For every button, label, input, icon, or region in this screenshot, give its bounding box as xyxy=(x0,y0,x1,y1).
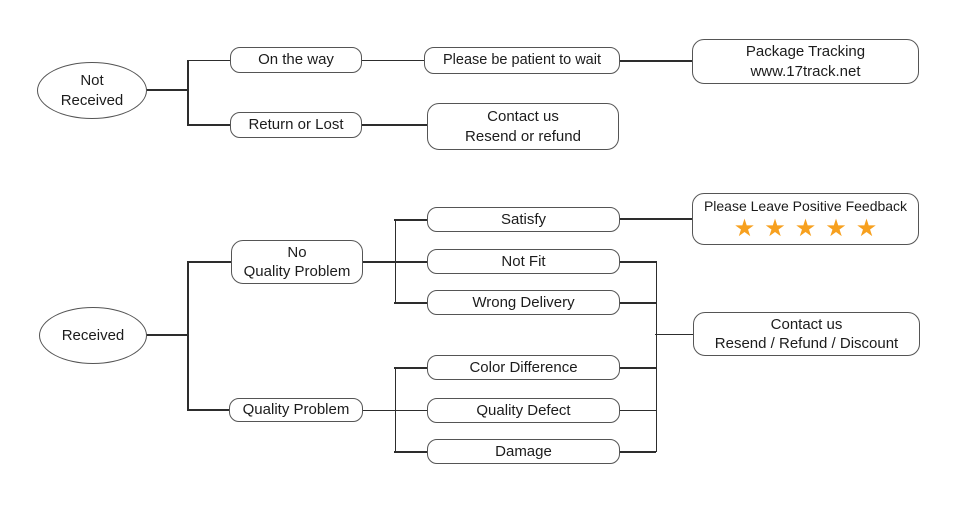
connector-line xyxy=(620,261,656,263)
node-color-difference: Color Difference xyxy=(427,355,620,380)
node-label: Color Difference xyxy=(469,358,578,376)
node-label: Not Fit xyxy=(501,252,546,270)
node-please-be-patient: Please be patient to wait xyxy=(424,47,620,74)
node-damage: Damage xyxy=(427,439,620,464)
node-label: Please Leave Positive Feedback xyxy=(703,198,908,215)
connector-line xyxy=(394,451,427,453)
node-quality-defect: Quality Defect xyxy=(427,398,620,423)
star-icon: ★ xyxy=(764,214,795,242)
node-package-tracking: Package Tracking www.17track.net xyxy=(692,39,919,84)
connector-line xyxy=(146,89,188,91)
connector-line xyxy=(394,219,427,221)
node-label: Return or Lost xyxy=(248,116,344,134)
node-positive-feedback: Please Leave Positive Feedback ★★★★★ xyxy=(692,193,919,245)
connector-line xyxy=(655,333,693,335)
connector-line xyxy=(394,302,427,304)
node-label: Received xyxy=(61,326,125,344)
connector-line xyxy=(620,218,692,220)
connector-line xyxy=(187,261,189,410)
node-quality-problem: Quality Problem xyxy=(229,398,363,422)
connector-line xyxy=(187,59,230,61)
connector-line xyxy=(146,334,188,336)
connector-line xyxy=(620,409,656,411)
node-not-fit: Not Fit xyxy=(427,249,620,274)
node-label: Package Tracking xyxy=(745,43,866,60)
node-label: Quality Problem xyxy=(243,263,351,280)
connector-line xyxy=(362,124,427,126)
node-label: Not xyxy=(80,72,104,89)
node-label: Resend or refund xyxy=(465,127,581,145)
node-wrong-delivery: Wrong Delivery xyxy=(427,290,620,315)
star-icon: ★ xyxy=(733,214,765,242)
star-rating: ★★★★★ xyxy=(725,214,887,242)
node-label: No xyxy=(287,243,307,261)
connector-line xyxy=(187,60,189,125)
star-icon: ★ xyxy=(825,214,856,242)
node-not-received: Not Received xyxy=(37,62,147,119)
node-label: Please be patient to wait xyxy=(443,52,601,69)
connector-line xyxy=(187,261,231,263)
node-label: Quality Defect xyxy=(476,401,571,419)
node-contact-discount: Contact us Resend / Refund / Discount xyxy=(693,312,920,356)
node-label: Damage xyxy=(495,442,552,460)
node-label: Wrong Delivery xyxy=(472,293,575,311)
node-return-or-lost: Return or Lost xyxy=(230,112,362,138)
node-label: Received xyxy=(60,91,124,109)
connector-line xyxy=(187,409,229,411)
connector-line xyxy=(394,367,396,452)
connector-line xyxy=(362,59,424,61)
node-on-the-way: On the way xyxy=(230,47,362,73)
connector-line xyxy=(394,219,396,303)
node-label: Contact us xyxy=(770,315,843,333)
connector-line xyxy=(620,367,656,369)
node-label: Quality Problem xyxy=(242,401,350,419)
node-received: Received xyxy=(39,307,147,364)
node-no-quality-problem: No Quality Problem xyxy=(231,240,363,284)
node-label: Resend / Refund / Discount xyxy=(714,335,899,352)
node-label: Contact us xyxy=(487,108,559,125)
connector-line xyxy=(620,302,656,304)
node-label: www.17track.net xyxy=(750,62,861,80)
node-satisfy: Satisfy xyxy=(427,207,620,232)
node-label: Satisfy xyxy=(500,210,546,228)
connector-line xyxy=(187,124,230,126)
connector-line xyxy=(394,367,427,369)
node-label: On the way xyxy=(258,51,334,69)
star-icon: ★ xyxy=(855,214,887,242)
connector-line xyxy=(620,451,656,453)
connector-line xyxy=(620,60,692,62)
star-icon: ★ xyxy=(794,214,826,242)
node-contact-resend-refund: Contact us Resend or refund xyxy=(427,103,619,150)
connector-line xyxy=(655,261,657,452)
